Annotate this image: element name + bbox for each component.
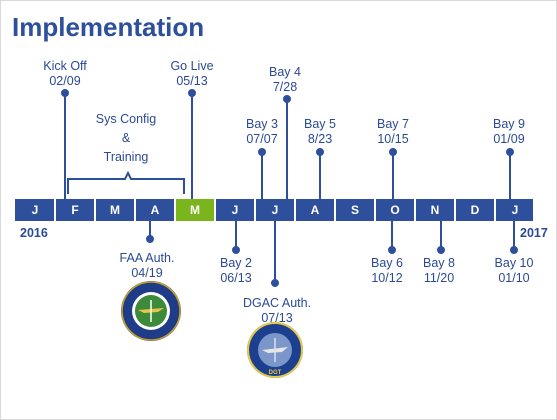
month-jun: J (231, 203, 239, 217)
milestone-bay10: Bay 10 01/10 (495, 256, 534, 286)
bay2-name: Bay 2 (220, 256, 252, 270)
milestone-bay7: Bay 7 10/15 (377, 117, 409, 147)
kickoff-name: Kick Off (43, 59, 87, 73)
bay8-date: 11/20 (423, 271, 455, 285)
bay5-name: Bay 5 (304, 117, 336, 131)
bay10-dot (510, 246, 518, 254)
year-end: 2017 (520, 226, 548, 240)
sysconfig-line1: Sys Config (95, 112, 157, 126)
year-start: 2016 (20, 226, 48, 240)
bay6-name: Bay 6 (371, 256, 403, 270)
month-dec: D (470, 203, 480, 217)
dgac-dot (271, 279, 279, 287)
may-highlight (175, 199, 215, 221)
svg-text:DGT: DGT (269, 370, 282, 376)
milestone-golive: Go Live 05/13 (170, 59, 213, 89)
milestone-bay5: Bay 5 8/23 (304, 117, 336, 147)
sysconfig-line3: Training (103, 150, 149, 164)
milestone-faa: FAA Auth. 04/19 (120, 251, 175, 281)
bay8-dot (437, 246, 445, 254)
milestone-bay8: Bay 8 11/20 (423, 256, 455, 286)
golive-date: 05/13 (176, 74, 208, 88)
milestone-sysconfig: Sys Config & Training (96, 110, 156, 167)
dgac-name: DGAC Auth. (242, 296, 312, 310)
timeline-bar (15, 199, 533, 221)
milestone-bay4: Bay 4 7/28 (269, 65, 301, 95)
milestone-kickoff: Kick Off 02/09 (43, 59, 87, 89)
bay10-date: 01/10 (498, 271, 530, 285)
bay4-dot (283, 95, 291, 103)
bay7-dot (389, 148, 397, 156)
milestone-bay2: Bay 2 06/13 (220, 256, 252, 286)
month-separators (54, 199, 496, 221)
month-sep: S (350, 203, 359, 217)
bay9-dot (506, 148, 514, 156)
bay6-date: 10/12 (371, 271, 403, 285)
milestone-bay9: Bay 9 01/09 (493, 117, 525, 147)
bay10-name: Bay 10 (494, 256, 534, 270)
bay4-date: 7/28 (272, 80, 298, 94)
kickoff-dot (61, 89, 69, 97)
month-jan-2016: J (31, 203, 39, 217)
bay3-name: Bay 3 (246, 117, 278, 131)
milestone-bay6: Bay 6 10/12 (371, 256, 403, 286)
month-jul: J (271, 203, 279, 217)
month-jan-2017: J (511, 203, 519, 217)
bay9-name: Bay 9 (493, 117, 525, 131)
bay7-date: 10/15 (377, 132, 409, 146)
sysconfig-line2: & (121, 131, 131, 145)
month-apr: A (150, 203, 160, 217)
faa-name: FAA Auth. (119, 251, 175, 265)
month-mar: M (110, 203, 120, 217)
kickoff-date: 02/09 (49, 74, 81, 88)
month-oct: O (390, 203, 400, 217)
month-aug: A (310, 203, 320, 217)
bay7-name: Bay 7 (377, 117, 409, 131)
milestone-bay3: Bay 3 07/07 (246, 117, 278, 147)
golive-name: Go Live (170, 59, 214, 73)
bay5-date: 8/23 (307, 132, 333, 146)
faa-date: 04/19 (131, 266, 163, 280)
bay4-name: Bay 4 (269, 65, 301, 79)
month-nov: N (430, 203, 440, 217)
golive-dot (188, 89, 196, 97)
bay2-dot (232, 246, 240, 254)
dgac-seal-logo: DGT (247, 322, 303, 378)
month-may: M (190, 203, 200, 217)
bay6-dot (388, 246, 396, 254)
bay2-date: 06/13 (220, 271, 252, 285)
bay8-name: Bay 8 (423, 256, 455, 270)
dgac-date: 07/13 (261, 311, 293, 325)
milestone-dgac: DGAC Auth. 07/13 (243, 296, 311, 326)
bay3-date: 07/07 (246, 132, 278, 146)
bay5-dot (316, 148, 324, 156)
month-feb: F (71, 203, 79, 217)
sysconfig-brace (67, 170, 185, 194)
faa-seal-logo (121, 281, 181, 341)
slide-title: Implementation (12, 12, 205, 42)
faa-dot (146, 235, 154, 243)
bay3-dot (258, 148, 266, 156)
bay9-date: 01/09 (493, 132, 525, 146)
